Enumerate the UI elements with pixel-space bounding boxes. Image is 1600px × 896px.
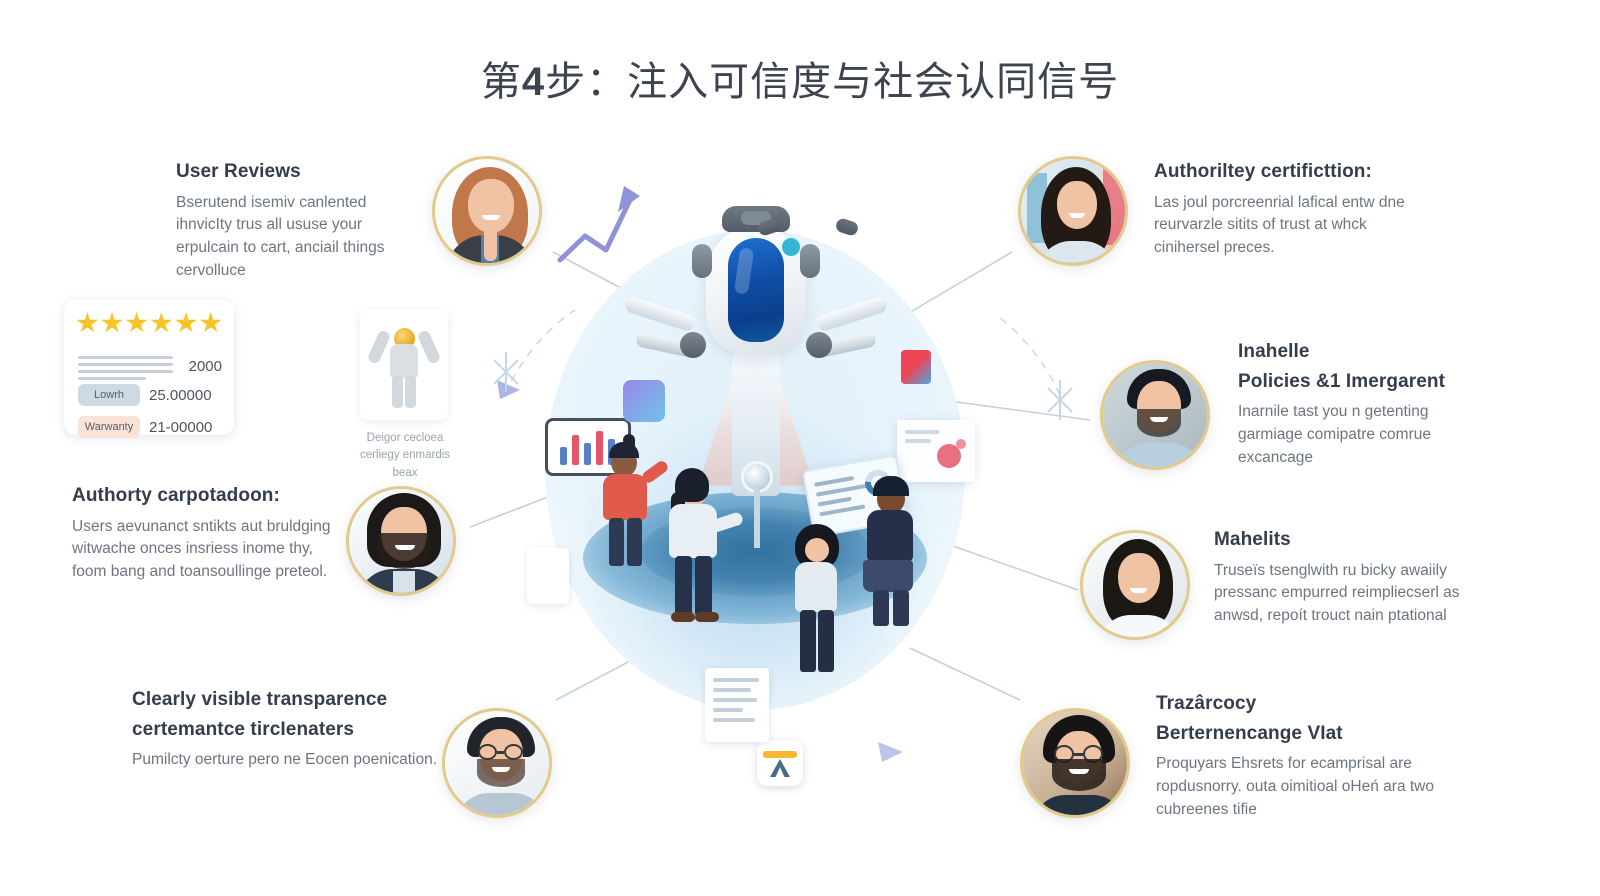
- robot-joint-left: [680, 332, 706, 358]
- body-policies: Inarnile tast you n getenting garmiage c…: [1238, 403, 1431, 466]
- badge-chevron-icon: [770, 759, 790, 777]
- heading-policies-line1: Inahelle: [1238, 341, 1310, 362]
- award-card-caption: Deigor cecloea cerliegy enmardis beax: [359, 432, 451, 479]
- robot-ear-right: [800, 244, 820, 278]
- robot-projector-lens: [744, 464, 770, 490]
- body-transparency: Pumilcty oerture pero ne Eocen poenicati…: [132, 751, 438, 769]
- text-block-authority-corporation: Authorty carpotadoon: Users aevunanct sn…: [72, 482, 340, 584]
- robot-icon: [623, 206, 889, 548]
- heading-traceability-line1: Trazârcocy: [1156, 693, 1257, 714]
- award-torso: [390, 344, 418, 378]
- star-icon: [150, 312, 173, 333]
- avatar-media-highlights[interactable]: [1080, 530, 1190, 640]
- trust-badge-tile: [757, 740, 803, 786]
- robot-ear-left: [692, 244, 712, 278]
- award-badge-card: [360, 310, 448, 420]
- title-prefix: 第: [480, 60, 522, 104]
- robot-visor: [728, 238, 784, 342]
- heading-user-reviews: User Reviews: [176, 161, 301, 182]
- award-leg-left: [392, 376, 403, 408]
- star-icon: [101, 312, 123, 333]
- placeholder-lines: [78, 356, 173, 384]
- floating-flag-icon: [901, 350, 931, 384]
- title-step-number: 4: [521, 60, 546, 104]
- person-grey-tshirt: [785, 522, 847, 682]
- award-arm-left: [366, 329, 392, 365]
- medal-icon: [394, 328, 415, 349]
- chip-lowest[interactable]: Lowrh: [78, 384, 140, 406]
- body-user-reviews: Bserutend isemiv canlented ihnvicIty tru…: [176, 193, 385, 279]
- heading-policies-line2: Policies &1 Imergarent: [1238, 370, 1446, 392]
- review-row-value: 25.00000: [149, 386, 212, 404]
- person-red-shirt: [597, 434, 670, 572]
- review-row-value: 21-00000: [149, 418, 213, 436]
- award-person-icon: [366, 326, 442, 408]
- analytics-screen-graphic: [897, 420, 975, 482]
- floating-card: [527, 548, 569, 604]
- avatar-transparency[interactable]: [442, 708, 552, 818]
- heading-transparency-line1: Clearly visible transparence: [132, 689, 388, 710]
- body-authority-certification: Las joul porcreenrial lafical entw dne r…: [1154, 193, 1405, 257]
- body-media-highlights: Truseïs tsenglwith ru bicky awaiily pres…: [1214, 561, 1460, 625]
- star-rating: [76, 312, 222, 334]
- badge-bar: [763, 751, 797, 758]
- review-row: Lowrh 25.00000: [78, 384, 212, 406]
- award-leg-right: [405, 376, 416, 408]
- floating-gradient-tile: [623, 380, 665, 422]
- heading-media-highlights: Mahelits: [1214, 529, 1291, 550]
- robot-indicator-light: [782, 238, 800, 256]
- review-top-value: 2000: [188, 358, 222, 375]
- title-suffix: 步：注入可信度与社会认同信号: [545, 60, 1120, 104]
- heading-authority-certification: Authoriltey certificttion:: [1154, 161, 1372, 182]
- robot-pedestal: [754, 488, 760, 548]
- robot-joint-right: [806, 332, 832, 358]
- robot-antenna-right: [834, 216, 860, 238]
- heading-authority-corporation: Authorty carpotadoon:: [72, 485, 280, 506]
- avatar-user-reviews[interactable]: [432, 156, 542, 266]
- person-navy-top-tablet: [861, 474, 923, 626]
- star-icon: [175, 312, 197, 333]
- document-sheet: [705, 668, 769, 742]
- page-title: 第4步：注入可信度与社会认同信号: [0, 56, 1600, 108]
- text-block-user-reviews: User Reviews Bserutend isemiv canlented …: [176, 158, 426, 283]
- text-block-transparency: Clearly visible transparence certemantce…: [132, 686, 444, 772]
- robot-antenna-module: [722, 206, 860, 238]
- heading-traceability-line2: Berternencange VIat: [1156, 722, 1343, 744]
- text-block-media-highlights: Mahelits Truseïs tsenglwith ru bicky awa…: [1214, 526, 1486, 628]
- avatar-authority-corporation[interactable]: [346, 486, 456, 596]
- text-block-policies: Inahelle Policies &1 Imergarent Inarnile…: [1238, 338, 1496, 469]
- avatar-policies[interactable]: [1100, 360, 1210, 470]
- avatar-traceability[interactable]: [1020, 708, 1130, 818]
- text-block-traceability: Trazârcocy Berternencange VIat Proquyars…: [1156, 690, 1456, 821]
- star-icon: [199, 312, 222, 333]
- center-illustration: [527, 206, 975, 786]
- body-authority-corporation: Users aevunanct sntikts aut bruldging wi…: [72, 517, 331, 581]
- text-block-authority-certification: Authoriltey certificttion: Las joul porc…: [1154, 158, 1434, 260]
- review-row: Warwanty 21-00000: [78, 416, 212, 438]
- chip-warranty[interactable]: Warwanty: [78, 416, 140, 438]
- heading-transparency-line2: certemantce tircIenaters: [132, 718, 355, 740]
- star-icon: [125, 312, 148, 333]
- review-rating-card: 2000 Lowrh 25.00000 Warwanty 21-00000: [64, 300, 234, 438]
- award-arm-right: [416, 329, 442, 365]
- avatar-authority-certification[interactable]: [1018, 156, 1128, 266]
- person-white-shirt: [661, 468, 745, 630]
- star-icon: [76, 312, 99, 333]
- analytics-screen: [897, 420, 975, 482]
- body-traceability: Proquyars Ehsrets for ecamprisal are rop…: [1156, 755, 1434, 818]
